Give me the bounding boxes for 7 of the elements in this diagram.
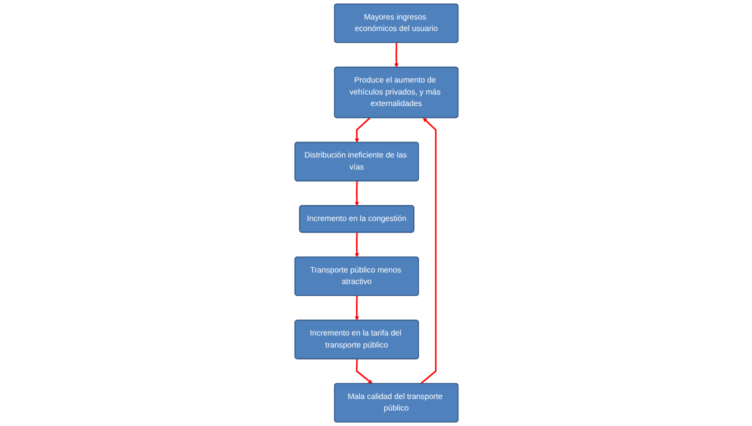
- arrow: [354, 296, 359, 321]
- arrow: [355, 359, 372, 384]
- arrow: [420, 118, 436, 384]
- arrow: [354, 117, 370, 143]
- arrow: [354, 232, 359, 258]
- arrow: [394, 42, 398, 68]
- arrow: [354, 181, 359, 206]
